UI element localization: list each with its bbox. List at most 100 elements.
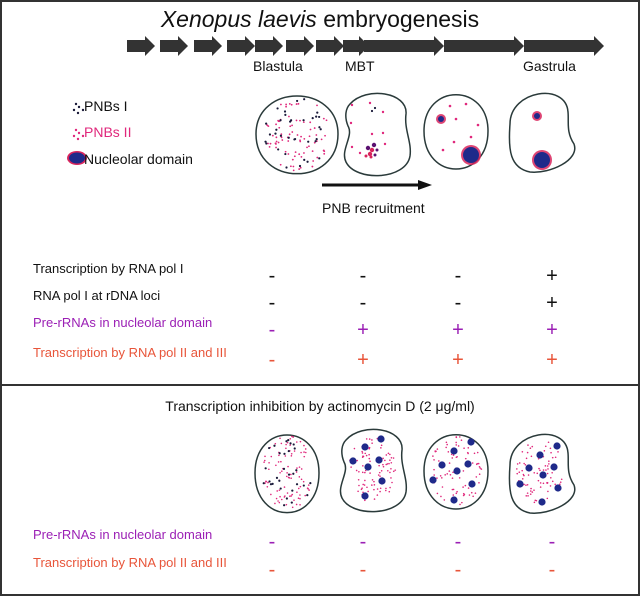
pnb2-dot: [293, 155, 296, 158]
top-value-cell: -: [359, 292, 367, 314]
pnb2-dot: [309, 128, 312, 131]
legend-pnb2-dot: [76, 137, 80, 141]
pnb2-dot: [288, 133, 291, 136]
pnb2-dot: [376, 488, 379, 490]
pnb1-dot: [275, 476, 279, 479]
pnb1-dot: [292, 443, 295, 446]
pnb2-dot: [469, 135, 473, 139]
pnb2-dot: [549, 485, 552, 487]
pnb2-dot: [389, 459, 391, 461]
pnb2-dot: [371, 484, 373, 486]
pnb2-dot: [466, 451, 469, 454]
pnb1-dot: [285, 440, 288, 443]
pnb2-dot: [551, 456, 554, 459]
pnb2-dot: [530, 487, 532, 490]
pnb2-dot: [277, 500, 279, 502]
nucleolar-body: [349, 457, 357, 465]
pnb2-dot: [366, 486, 368, 489]
pnb2-dot: [299, 440, 302, 443]
pnb2-dot: [381, 131, 385, 135]
top-value-cell: +: [357, 319, 369, 341]
pnb2-dot: [300, 468, 303, 470]
pnb2-dot: [542, 469, 545, 471]
nucleolar-body: [361, 443, 369, 451]
pnb1-dot: [295, 469, 298, 472]
pnb2-dot: [360, 488, 363, 491]
pnb2-dot: [436, 448, 439, 450]
pnb1-dot: [302, 484, 305, 487]
pnb2-dot: [287, 140, 290, 142]
pnb-cluster-dot: [375, 148, 379, 152]
pnb1-dot: [271, 482, 274, 485]
pnb2-dot: [270, 493, 272, 496]
top-value-cell: +: [452, 349, 464, 371]
top-value-cell: +: [546, 265, 558, 287]
pnb2-dot: [286, 441, 289, 444]
nucleolar-body: [525, 464, 533, 472]
pnb1-dot: [276, 107, 279, 110]
pnb2-dot: [458, 477, 461, 479]
pnb2-dot: [350, 103, 354, 107]
nucleolar-domain: [534, 152, 550, 168]
pnb2-dot: [266, 485, 269, 488]
pnb2-dot: [289, 125, 292, 128]
pnb2-dot: [533, 471, 536, 474]
pnb1-dot: [273, 444, 276, 447]
pnb2-dot: [452, 454, 455, 456]
pnb2-dot: [463, 447, 465, 449]
pnb1-dot: [275, 128, 278, 131]
actinomycin-title: Transcription inhibition by actinomycin …: [165, 398, 475, 414]
pnb2-dot: [448, 462, 451, 464]
pnb2-dot: [263, 461, 265, 463]
pnb2-dot: [292, 169, 295, 172]
pnb2-dot: [392, 457, 395, 459]
stage-label-mbt: MBT: [345, 58, 375, 74]
pnb2-dot: [464, 484, 467, 487]
pnb2-dot: [371, 442, 373, 444]
pnb2-dot: [303, 455, 306, 458]
pnb2-dot: [560, 478, 563, 481]
pnb2-dot: [476, 451, 479, 454]
pnb2-dot: [549, 447, 552, 450]
pnb2-dot: [286, 472, 288, 474]
pnb2-dot: [451, 457, 454, 459]
pnb2-dot: [302, 121, 305, 124]
pnb2-dot: [296, 491, 298, 494]
legend-pnb2-dot: [74, 128, 78, 132]
pnb2-dot: [361, 487, 363, 489]
pnb2-dot: [303, 152, 305, 154]
timeline-arrow-icon: [444, 36, 524, 56]
pnb2-dot: [454, 117, 458, 121]
pnb1-dot: [264, 140, 267, 143]
pnb2-dot: [546, 465, 549, 467]
pnb2-dot: [364, 499, 366, 502]
timeline-arrow-icon: [316, 36, 344, 56]
pnb1-dot: [265, 142, 268, 145]
pnb2-dot: [527, 495, 529, 497]
pnb2-dot: [436, 477, 438, 479]
pnb2-dot: [315, 134, 318, 136]
pnb2-dot: [287, 476, 290, 479]
pnb2-dot: [303, 451, 305, 453]
pnb2-dot: [529, 447, 532, 449]
treated-cell-outline-4: [508, 433, 576, 514]
pnb2-dot: [551, 471, 553, 474]
pnb1-dot: [311, 117, 314, 120]
pnb2-dot: [480, 468, 483, 470]
pnb2-dot: [275, 123, 277, 126]
nucleolar-body: [468, 480, 476, 488]
pnb2-dot: [289, 495, 291, 497]
nucleolar-body: [378, 477, 386, 485]
pnb2-dot: [376, 494, 379, 496]
pnb2-dot: [284, 455, 287, 457]
pnb2-dot: [264, 455, 266, 458]
pnb1-dot: [284, 113, 287, 116]
pnb2-dot: [288, 115, 290, 118]
pnb2-dot: [289, 437, 292, 440]
pnb2-dot: [388, 462, 390, 465]
pnb2-dot: [446, 443, 448, 446]
pnb2-dot: [289, 165, 292, 168]
pnb1-dot: [282, 467, 286, 470]
top-value-cell: +: [357, 349, 369, 371]
pnb2-dot: [478, 473, 481, 476]
